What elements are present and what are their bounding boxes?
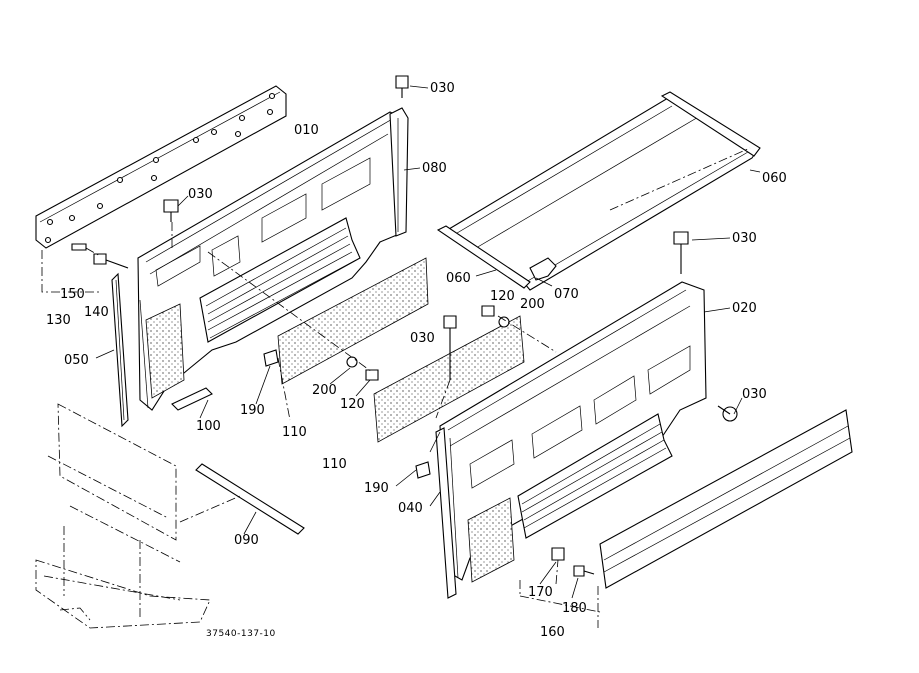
label-200-right: 200 (520, 297, 545, 312)
drawing-code: 37540-137-10 (206, 629, 276, 639)
label-030-right-lower: 030 (742, 387, 767, 402)
label-040: 040 (398, 501, 423, 516)
label-030-top: 030 (430, 81, 455, 96)
part-010-stay-plate (35, 85, 287, 249)
label-060-upper: 060 (762, 171, 787, 186)
label-010: 010 (294, 123, 319, 138)
fastener-030-right-upper (673, 231, 689, 274)
assembly-lines (41, 147, 751, 628)
label-060-lower: 060 (446, 271, 471, 286)
label-090: 090 (234, 533, 259, 548)
part-110-plate-left (277, 257, 429, 385)
fastener-190-left (263, 349, 279, 367)
left-side-panel (137, 111, 405, 411)
fastener-030-left (163, 199, 179, 222)
fastener-180 (573, 565, 595, 577)
label-110-right: 110 (322, 457, 347, 472)
fastener-150 (71, 243, 87, 251)
part-090-bar (195, 463, 305, 535)
part-060-rail-lower (436, 225, 531, 289)
fastener-030-right-lower (717, 405, 738, 422)
label-160: 160 (540, 625, 565, 640)
label-150: 150 (60, 287, 85, 302)
part-labels: 010 030 080 030 060 030 060 070 150 130 … (46, 81, 787, 640)
part-100-bar (171, 387, 213, 411)
label-120-left: 120 (340, 397, 365, 412)
label-100: 100 (196, 419, 221, 434)
fastener-170 (551, 547, 565, 561)
fastener-190-right (415, 461, 431, 479)
label-180: 180 (562, 601, 587, 616)
label-200-left: 200 (312, 383, 337, 398)
label-050: 050 (64, 353, 89, 368)
label-030-right-upper: 030 (732, 231, 757, 246)
fastener-120-left (365, 369, 379, 381)
fastener-030-top (395, 75, 409, 98)
part-160-trim (599, 409, 853, 589)
label-030-left: 030 (188, 187, 213, 202)
label-170: 170 (528, 585, 553, 600)
part-070-bracket (529, 257, 557, 281)
fastener-030-mid (443, 315, 457, 380)
label-190-left: 190 (240, 403, 265, 418)
fastener-120-right (481, 305, 495, 317)
fastener-200-right (498, 316, 510, 328)
label-130: 130 (46, 313, 71, 328)
label-190-right: 190 (364, 481, 389, 496)
label-120-right: 120 (490, 289, 515, 304)
part-080-pillar (389, 107, 409, 237)
label-140: 140 (84, 305, 109, 320)
chassis-phantom (35, 403, 211, 629)
part-050-rail (111, 272, 129, 428)
label-110-left: 110 (282, 425, 307, 440)
label-080: 080 (422, 161, 447, 176)
part-040-rail (435, 427, 457, 599)
part-110-plate-right (373, 315, 525, 443)
fastener-140 (93, 253, 129, 269)
label-070: 070 (554, 287, 579, 302)
part-020-right-side-panel (439, 281, 707, 583)
label-020: 020 (732, 301, 757, 316)
part-060-rail-upper (660, 91, 761, 157)
label-030-mid: 030 (410, 331, 435, 346)
leader-lines (95, 85, 761, 599)
fastener-200-left (346, 356, 358, 368)
